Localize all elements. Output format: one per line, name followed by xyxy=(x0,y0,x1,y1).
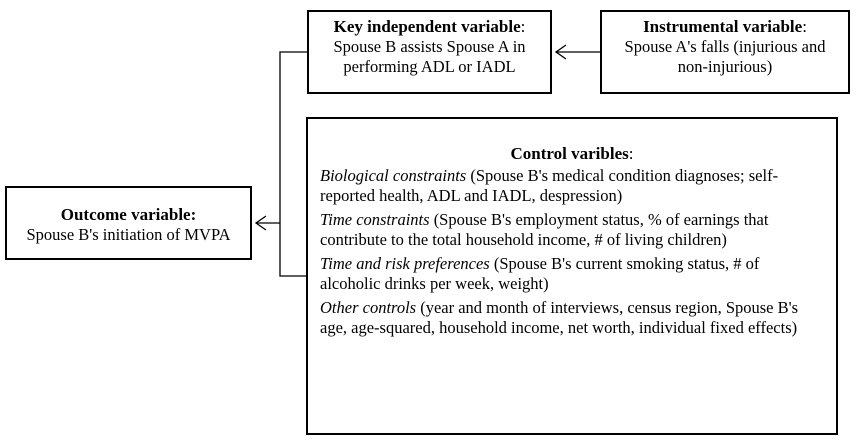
control-variables-box: Control varibles: Biological constraints… xyxy=(306,117,838,435)
time-label: Time constraints xyxy=(320,210,430,229)
control-title: Control varibles: xyxy=(510,144,634,163)
outcome-variable-box: Outcome variable: Spouse B's initiation … xyxy=(5,186,252,260)
key-independent-line1: Spouse B assists Spouse A in xyxy=(333,37,526,56)
arrowhead-key xyxy=(554,44,567,60)
instrumental-line2: non-injurious) xyxy=(677,57,773,76)
other-text: (year and month of interviews, census re… xyxy=(320,298,799,337)
preferences-text: (Spouse B's current smoking status, # of… xyxy=(320,254,760,293)
key-independent-title: Key independent variable: xyxy=(333,17,526,36)
instrumental-variable-box: Instrumental variable: Spouse A's falls … xyxy=(600,10,850,94)
key-independent-line2: performing ADL or IADL xyxy=(343,57,516,76)
biological-label: Biological constraints xyxy=(320,166,467,185)
control-other: Other controls (year and month of interv… xyxy=(320,298,824,338)
instrumental-line1: Spouse A's falls (injurious and xyxy=(624,37,826,56)
control-preferences: Time and risk preferences (Spouse B's cu… xyxy=(320,254,824,294)
outcome-title: Outcome variable: xyxy=(60,205,197,224)
biological-text: (Spouse B's medical condition diagnoses;… xyxy=(320,166,779,205)
control-time: Time constraints (Spouse B's employment … xyxy=(320,210,824,250)
time-text: (Spouse B's employment status, % of earn… xyxy=(320,210,769,249)
outcome-line1: Spouse B's initiation of MVPA xyxy=(26,225,231,244)
key-independent-variable-box: Key independent variable: Spouse B assis… xyxy=(307,10,552,94)
instrumental-title: Instrumental variable: xyxy=(643,17,807,36)
other-label: Other controls xyxy=(320,298,417,317)
connector-key-to-outcome xyxy=(279,51,307,277)
preferences-label: Time and risk preferences xyxy=(320,254,490,273)
control-biological: Biological constraints (Spouse B's medic… xyxy=(320,166,824,206)
arrowhead-outcome xyxy=(254,215,267,231)
